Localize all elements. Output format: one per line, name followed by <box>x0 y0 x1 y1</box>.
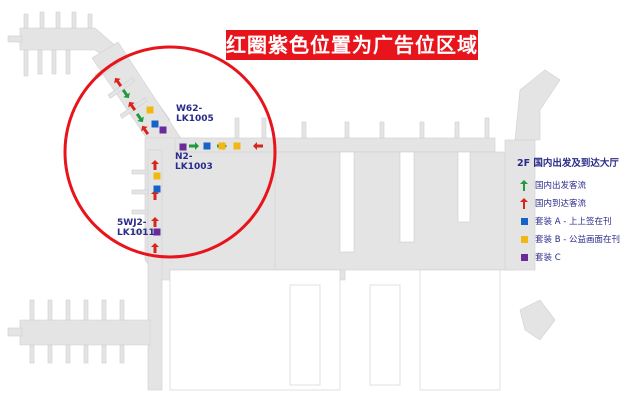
package-a-marker <box>153 185 161 193</box>
departure-arrow-icon <box>135 113 144 123</box>
legend-item-label: 国内出发客流 <box>535 181 587 191</box>
arrival-arrow-icon <box>151 217 159 227</box>
square-icon <box>517 253 531 261</box>
arrow-up-icon <box>517 197 531 209</box>
ad-area-banner: 红圈紫色位置为广告位区域 <box>226 30 478 60</box>
legend: 2F 国内出发及到达大厅 国内出发客流国内到达客流套装 A - 上上签在刊套装 … <box>517 155 637 267</box>
departure-arrow-icon <box>121 89 130 99</box>
legend-item: 国内到达客流 <box>517 195 637 211</box>
legend-item-label: 套装 B - 公益画面在刊 <box>535 235 621 245</box>
label-5wj2: 5WJ2-LK1011 <box>117 218 155 238</box>
square-icon <box>517 217 531 225</box>
ad-area-circle <box>63 45 277 259</box>
square-icon <box>517 235 531 243</box>
arrival-arrow-icon <box>128 101 137 111</box>
legend-item: 套装 A - 上上签在刊 <box>517 213 637 229</box>
package-b-marker <box>146 106 154 114</box>
arrow-up-icon <box>517 179 531 191</box>
label-n2: N2-LK1003 <box>175 152 213 172</box>
arrival-arrow-icon <box>151 160 159 170</box>
legend-item: 国内出发客流 <box>517 177 637 193</box>
package-a-marker <box>203 142 211 150</box>
flow-markers <box>114 77 263 253</box>
package-b-marker <box>153 172 161 180</box>
terminal-building <box>7 11 561 391</box>
departure-arrow-icon <box>189 142 199 150</box>
package-c-marker <box>179 143 187 151</box>
label-w62: W62-LK1005 <box>176 104 214 124</box>
package-c-marker <box>159 126 167 134</box>
package-c-marker <box>153 228 161 236</box>
legend-item-label: 国内到达客流 <box>535 199 587 209</box>
arrival-arrow-icon <box>151 243 159 253</box>
package-b-marker <box>218 142 226 150</box>
legend-item: 套装 C <box>517 249 637 265</box>
arrival-arrow-icon <box>141 125 150 135</box>
legend-item-label: 套装 C <box>535 253 561 263</box>
package-a-marker <box>151 120 159 128</box>
arrival-arrow-icon <box>253 142 263 150</box>
package-b-marker <box>233 142 241 150</box>
legend-item-label: 套装 A - 上上签在刊 <box>535 217 612 227</box>
courtyards <box>169 151 501 391</box>
legend-title: 2F 国内出发及到达大厅 <box>517 158 619 169</box>
legend-item: 套装 B - 公益画面在刊 <box>517 231 637 247</box>
arrival-arrow-icon <box>114 77 123 87</box>
